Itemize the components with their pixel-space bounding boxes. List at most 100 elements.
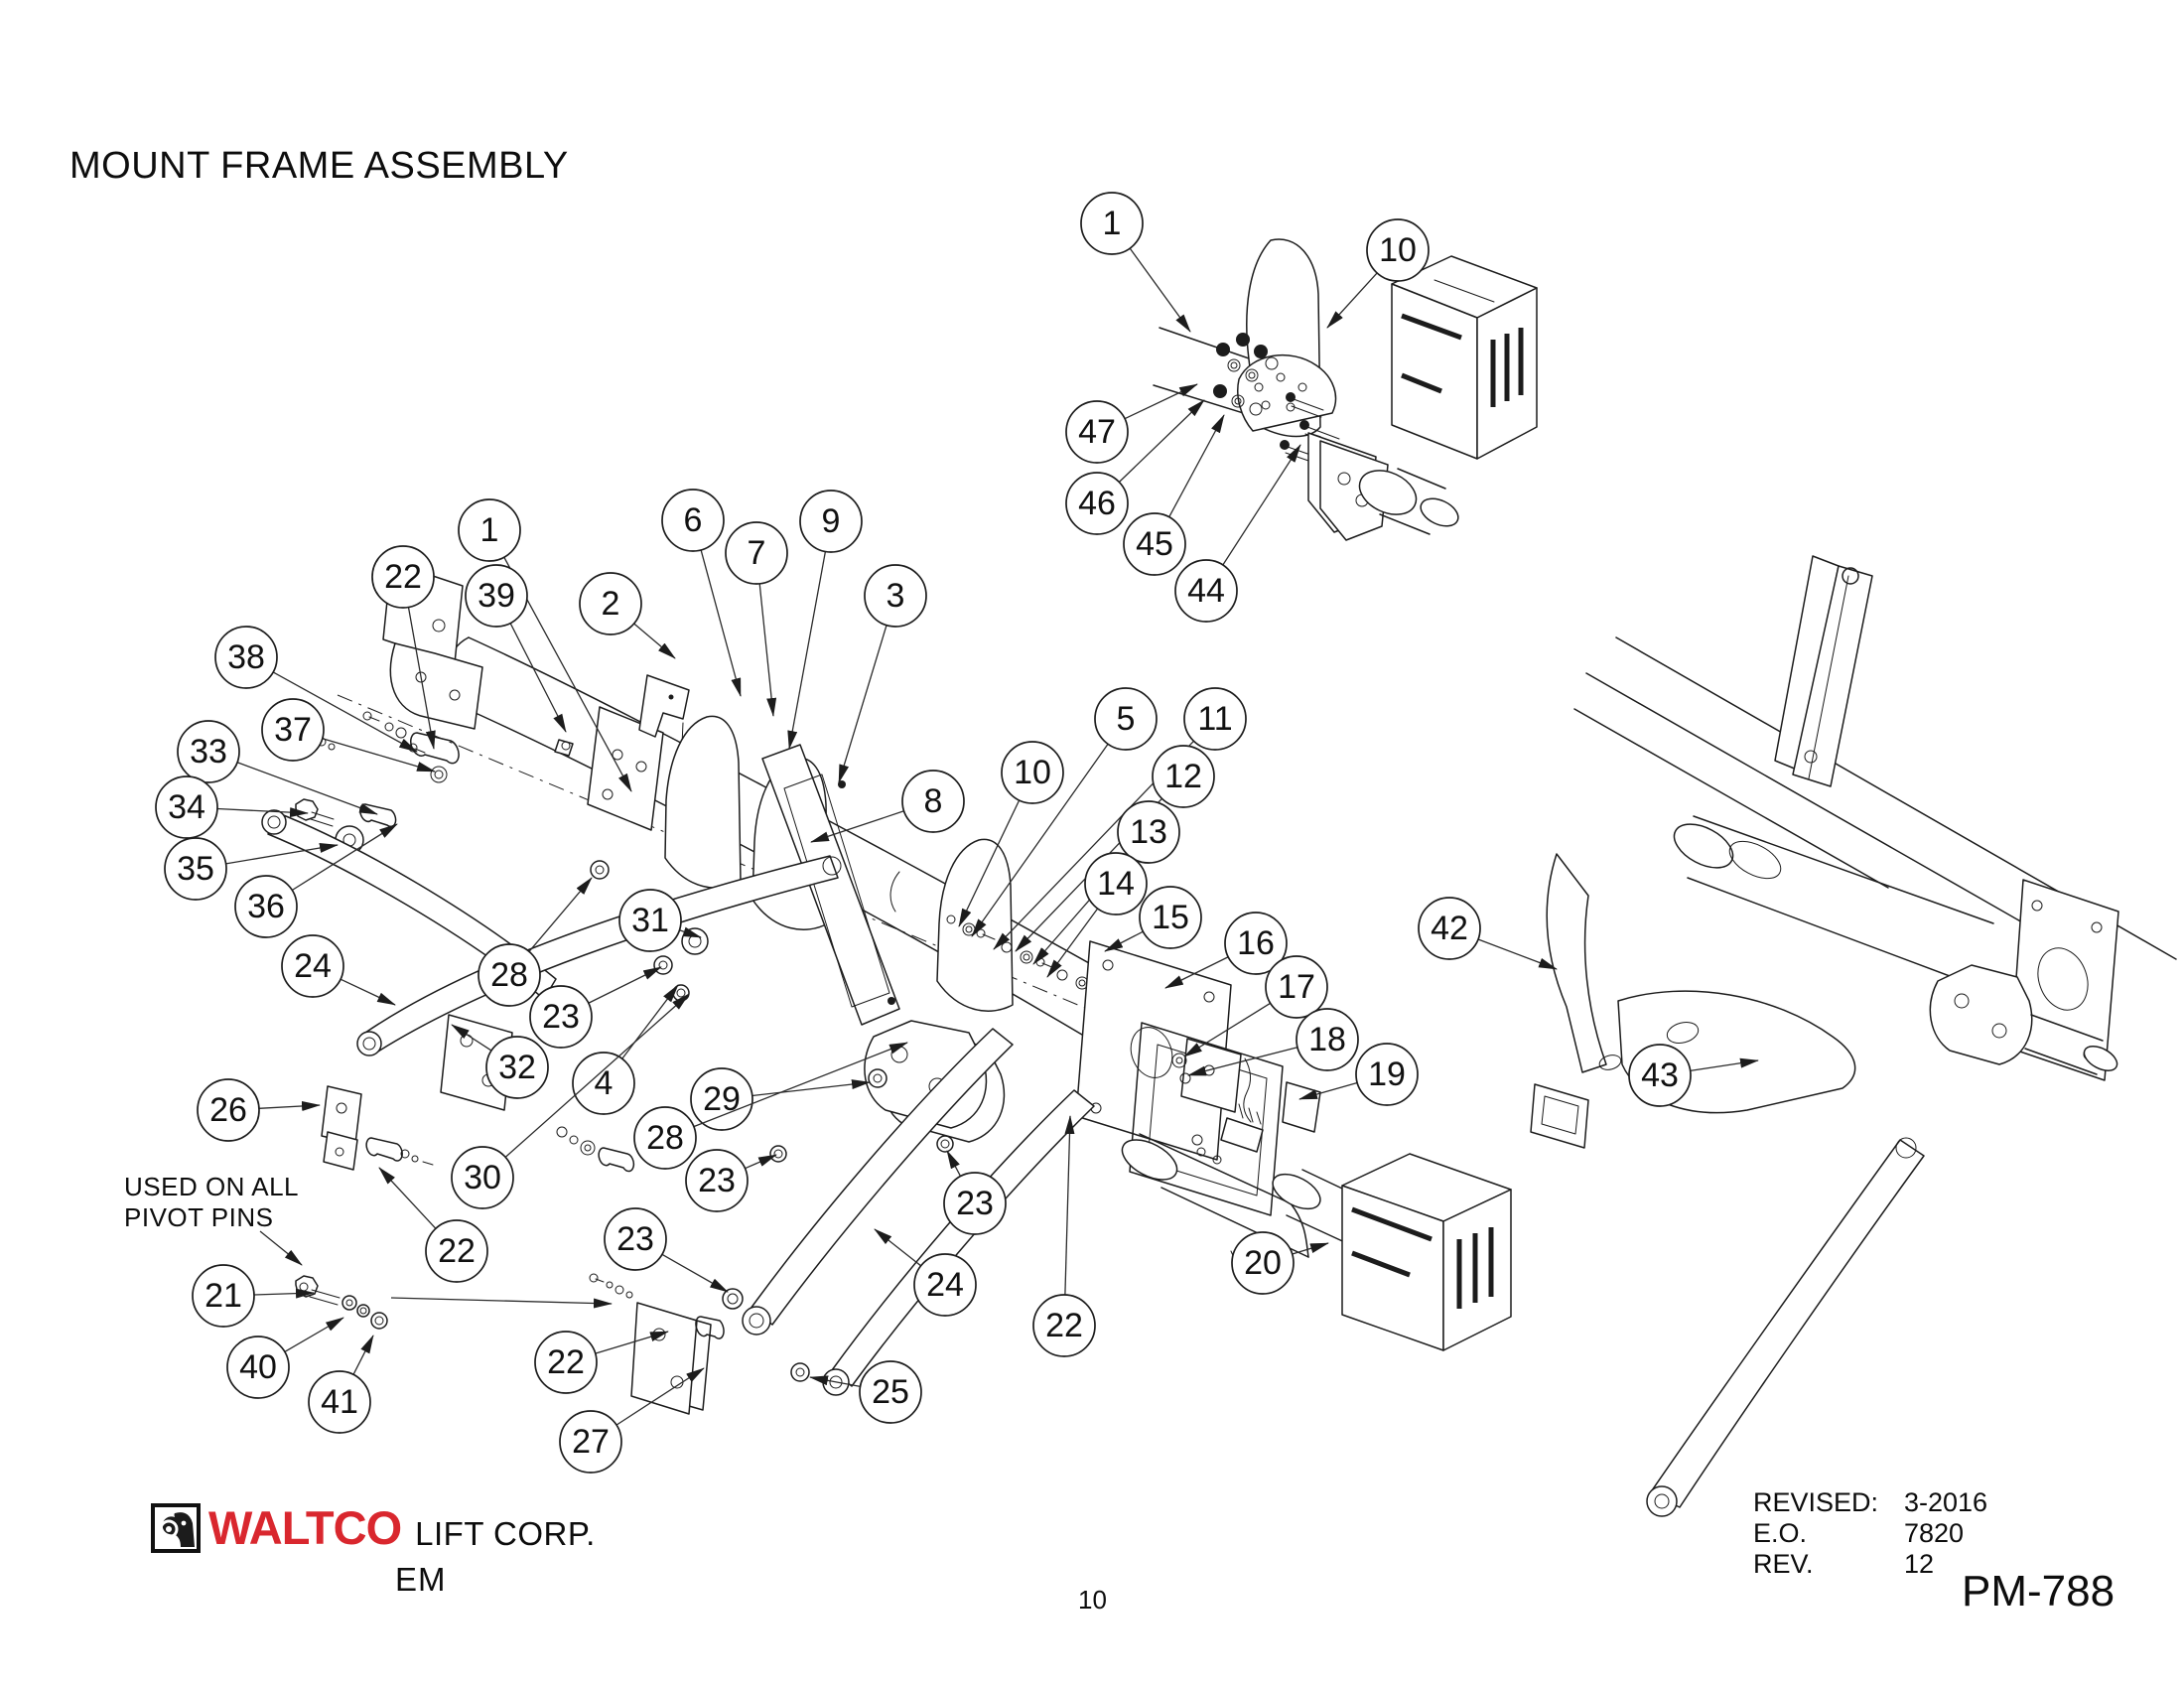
svg-text:37: 37 [274,711,312,749]
callout-28: 28 [633,1042,908,1170]
svg-text:24: 24 [294,947,332,985]
svg-text:8: 8 [924,782,943,820]
callout-15: 15 [1104,886,1202,952]
callout-21: 21 [192,1264,315,1328]
svg-text:13: 13 [1130,813,1167,851]
callout-9: 9 [787,490,863,750]
svg-text:10: 10 [1379,231,1417,269]
note-line-2: PIVOT PINS [124,1202,274,1232]
callout-22: 22 [534,1331,669,1394]
company-name: LIFT CORP. [415,1515,596,1552]
lift-arm-lower-pair [722,1028,1095,1396]
svg-text:31: 31 [631,902,669,939]
svg-text:21: 21 [205,1277,242,1315]
pump-bracket-subassembly [1153,238,1538,541]
document-number: PM-788 [1962,1567,2116,1616]
revision-label: REVISED: [1753,1487,1879,1517]
revision-row: REVISED: 3-2016 [1753,1487,1987,1518]
callout-43: 43 [1628,1044,1759,1107]
callout-16: 16 [1164,912,1288,989]
rev-label: REV. [1753,1549,1814,1579]
callout-22: 22 [1032,1115,1096,1357]
callout-25: 25 [809,1360,922,1424]
callout-20: 20 [1231,1231,1329,1295]
svg-text:1: 1 [1103,205,1122,242]
svg-text:32: 32 [498,1049,536,1086]
callout-10: 10 [1326,218,1430,329]
revision-block: REVISED: 3-2016 E.O. 7820 REV. 12 [1753,1487,1987,1580]
svg-text:28: 28 [646,1119,684,1157]
svg-text:43: 43 [1641,1056,1679,1094]
callout-40: 40 [226,1317,344,1399]
callout-23: 23 [604,1207,729,1293]
svg-text:22: 22 [1045,1307,1083,1344]
callout-23: 23 [685,1149,777,1212]
svg-text:27: 27 [572,1423,610,1461]
note-arrow [259,1230,303,1266]
callout-35: 35 [164,837,339,901]
callout-24: 24 [874,1228,977,1317]
callout-30: 30 [451,993,690,1209]
callout-44: 44 [1174,444,1301,623]
svg-text:19: 19 [1368,1055,1406,1093]
callout-29: 29 [690,1067,871,1131]
svg-text:22: 22 [438,1232,476,1270]
svg-text:22: 22 [384,558,422,596]
svg-text:23: 23 [542,998,580,1036]
callout-6: 6 [661,489,742,697]
callout-5: 5 [971,687,1158,937]
svg-text:2: 2 [602,585,620,623]
rev-label-row: REV. 12 [1753,1549,1987,1580]
svg-text:6: 6 [684,501,703,539]
callout-22: 22 [378,1167,488,1283]
ram-head-icon [151,1503,201,1553]
callout-2: 2 [579,572,676,659]
pivot-pin-hardware [295,1275,613,1330]
pump-cover [1341,1153,1512,1351]
page-number: 10 [1078,1585,1107,1615]
svg-text:9: 9 [822,502,841,540]
callout-11: 11 [993,687,1247,950]
svg-text:11: 11 [1197,700,1232,738]
passenger-side-assembly [1530,555,2177,1517]
svg-text:41: 41 [321,1383,358,1421]
pivot-plate-and-gasket [1075,940,1284,1216]
svg-text:23: 23 [616,1220,654,1258]
svg-text:42: 42 [1431,910,1468,947]
model-code: EM [395,1561,447,1598]
callout-26: 26 [197,1078,321,1142]
callout-33: 33 [177,720,378,815]
callout-37: 37 [261,698,436,773]
callout-28: 28 [478,877,593,1007]
svg-text:14: 14 [1097,865,1135,903]
svg-text:29: 29 [703,1080,741,1118]
callout-36: 36 [234,823,398,938]
callout-45: 45 [1123,414,1225,576]
callout-46: 46 [1065,399,1205,535]
note-line-1: USED ON ALL [124,1172,300,1201]
svg-text:25: 25 [872,1373,909,1411]
svg-text:15: 15 [1152,899,1189,936]
svg-text:23: 23 [698,1162,736,1199]
callout-31: 31 [618,889,702,952]
callout-7: 7 [725,521,788,717]
callout-17: 17 [1183,955,1328,1057]
callout-42: 42 [1418,897,1558,970]
svg-text:18: 18 [1308,1021,1346,1058]
footer-logo: WALTCO LIFT CORP. [151,1503,596,1555]
callout-3: 3 [838,564,927,783]
callout-19: 19 [1298,1043,1419,1106]
callout-34: 34 [155,775,309,839]
svg-text:40: 40 [239,1348,277,1386]
callout-47: 47 [1065,383,1198,464]
callout-18: 18 [1187,1008,1359,1076]
callout-39: 39 [465,564,567,733]
eo-value: 7820 [1904,1518,1965,1548]
svg-text:1: 1 [480,511,499,549]
callout-13: 13 [1032,800,1180,965]
callout-41: 41 [308,1335,374,1434]
brand-name: WALTCO [208,1501,402,1554]
